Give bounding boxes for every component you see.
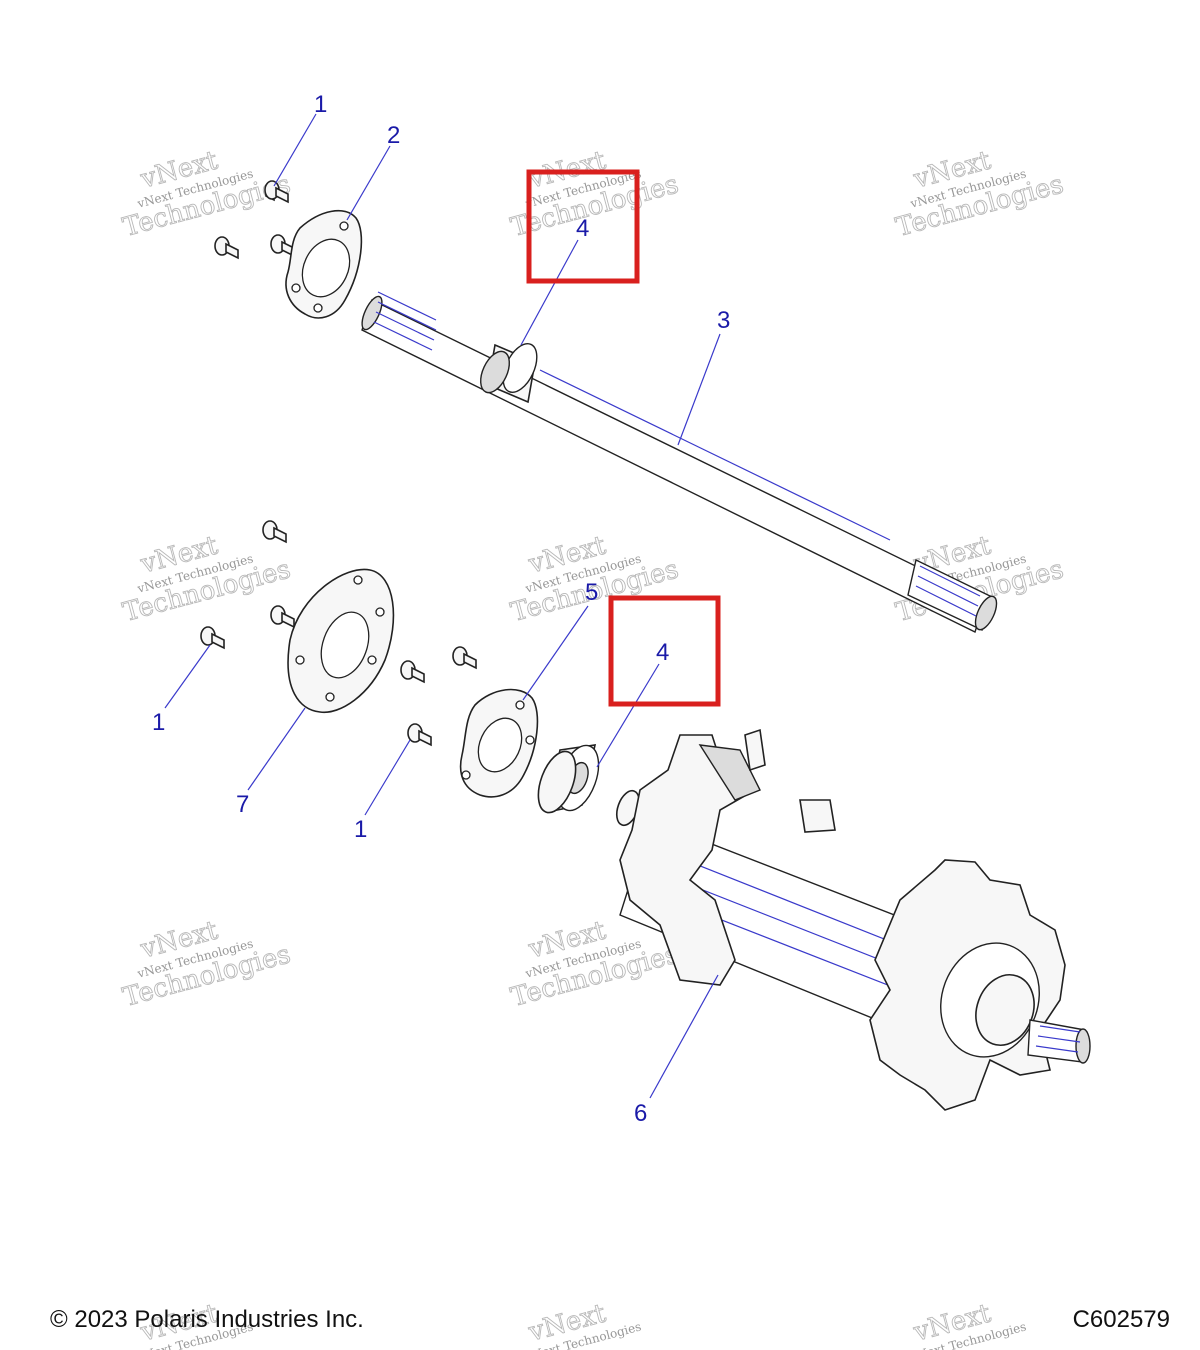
mounting-plate: [287, 568, 395, 714]
callout-1-left: 1: [152, 709, 165, 736]
screw-bottom-6: [407, 723, 432, 747]
bearing-collar-top: [479, 343, 538, 404]
callout-3: 3: [717, 307, 730, 334]
flange-plate-top: [285, 210, 363, 319]
callout-6: 6: [634, 1100, 647, 1127]
screw-bottom-4: [452, 646, 477, 670]
screw-top-2: [214, 236, 239, 260]
callout-1-bottom: 1: [354, 816, 367, 843]
screw-bottom-3: [200, 626, 225, 650]
copyright-text: © 2023 Polaris Industries Inc.: [50, 1306, 364, 1333]
diagram-id: C602579: [1072, 1306, 1170, 1333]
highlight-box-bottom: [608, 595, 721, 707]
screw-top-1: [264, 180, 289, 204]
screw-bottom-2: [270, 605, 295, 629]
screw-bottom-5: [400, 660, 425, 684]
screw-bottom-1: [262, 520, 287, 544]
callout-2: 2: [387, 122, 400, 149]
callout-1-top: 1: [314, 91, 327, 118]
flange-plate-bottom: [459, 688, 539, 798]
leader-lines: [164, 113, 721, 1099]
callout-4-top: 4: [576, 215, 589, 242]
highlight-box-top: [526, 169, 640, 284]
watermark-layer: vNext vNext Technologies Technologies vN…: [119, 145, 1067, 1350]
bearing-bottom: [537, 744, 600, 814]
callout-5: 5: [585, 579, 598, 606]
drive-shaft-sprocket-assembly: [615, 728, 1091, 1111]
callout-7: 7: [236, 791, 249, 818]
callout-4-bottom: 4: [656, 639, 669, 666]
